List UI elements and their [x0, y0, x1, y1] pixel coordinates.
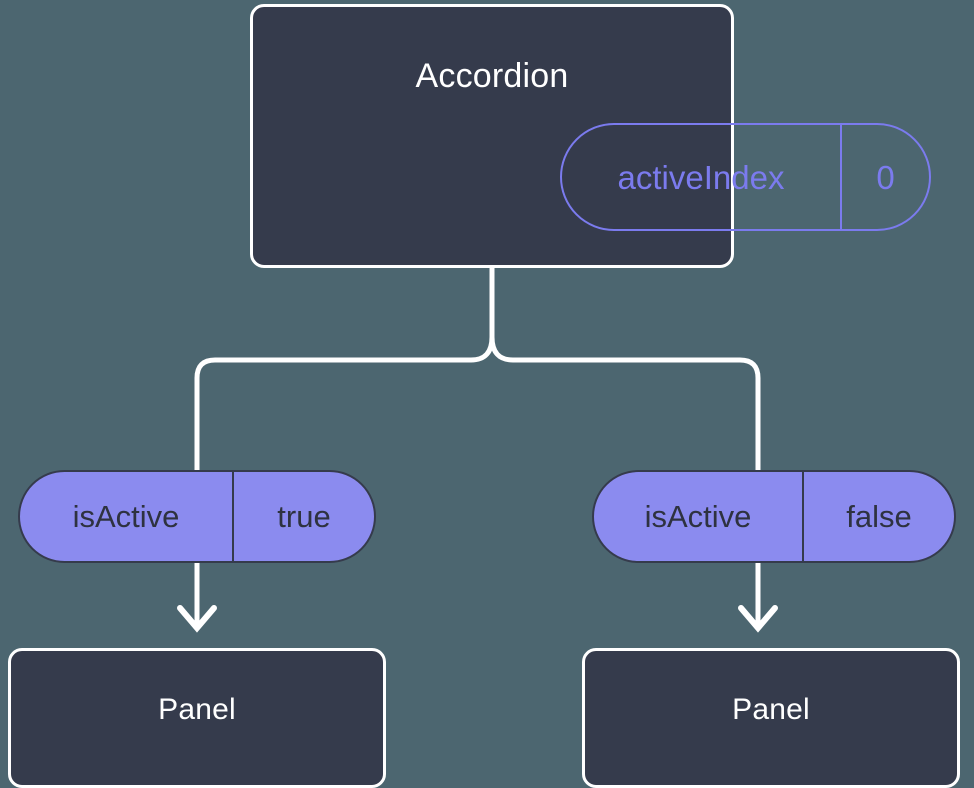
node-panel-left[interactable]: Panel — [8, 648, 386, 788]
state-pill-key: activeIndex — [617, 158, 785, 196]
prop-pill-key: isActive — [644, 499, 752, 534]
prop-pill-value: true — [232, 472, 374, 561]
node-accordion-title: Accordion — [415, 57, 569, 95]
diagram-canvas: Accordion activeIndex 0 isActive true is… — [8, 4, 960, 788]
prop-pill-key: isActive — [72, 499, 180, 534]
prop-pill-is-active-false[interactable]: isActive false — [592, 470, 956, 563]
arrow-down-icon — [177, 605, 217, 633]
node-panel-right-title: Panel — [732, 693, 810, 726]
node-panel-right[interactable]: Panel — [582, 648, 960, 788]
state-pill-value: 0 — [840, 125, 929, 229]
state-pill-active-index[interactable]: activeIndex 0 — [560, 123, 931, 231]
fork-connector-right — [489, 264, 761, 473]
prop-pill-value: false — [802, 472, 954, 561]
node-accordion[interactable]: Accordion activeIndex 0 — [250, 4, 931, 268]
prop-pill-is-active-true[interactable]: isActive true — [18, 470, 376, 563]
arrow-down-icon-right — [738, 605, 778, 633]
node-panel-left-title: Panel — [158, 693, 236, 726]
fork-connector — [194, 264, 495, 473]
